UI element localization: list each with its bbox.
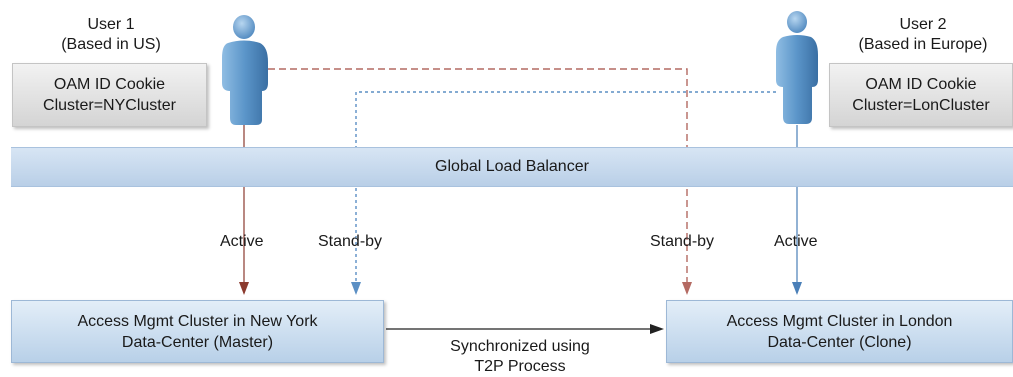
user2-name: User 2 — [899, 16, 947, 33]
user2-standby-connector — [351, 91, 776, 295]
sync-label: Synchronized using T2P Process — [420, 337, 620, 377]
ny-cluster-box: Access Mgmt Cluster in New York Data-Cen… — [11, 300, 384, 363]
sync-line2: T2P Process — [474, 358, 566, 375]
user2-label: User 2 (Based in Europe) — [838, 15, 1008, 55]
london-cluster-line2: Data-Center (Clone) — [767, 333, 912, 351]
ny-cluster-line2: Data-Center (Master) — [121, 333, 274, 351]
user1-location: (Based in US) — [61, 36, 161, 53]
london-cluster-line1: Access Mgmt Cluster in London — [726, 312, 953, 330]
global-load-balancer: Global Load Balancer — [11, 147, 1013, 187]
sync-connector — [386, 324, 664, 334]
user1-standby-label: Stand-by — [318, 233, 383, 250]
user2-person-icon — [776, 11, 818, 124]
user1-person-icon — [222, 15, 268, 125]
user2-active-label: Active — [774, 233, 818, 250]
sync-line1: Synchronized using — [450, 338, 590, 355]
user2-cookie-box: OAM ID Cookie Cluster=LonCluster — [829, 63, 1013, 127]
user2-standby-label: Stand-by — [650, 233, 715, 250]
user1-cookie-line2: Cluster=NYCluster — [43, 97, 176, 114]
user1-cookie-box: OAM ID Cookie Cluster=NYCluster — [12, 63, 207, 127]
user1-standby-connector — [268, 68, 692, 295]
user2-cookie-line2: Cluster=LonCluster — [852, 97, 990, 114]
user2-location: (Based in Europe) — [858, 36, 988, 53]
user1-label: User 1 (Based in US) — [41, 15, 181, 55]
london-cluster-box: Access Mgmt Cluster in London Data-Cente… — [666, 300, 1013, 363]
user1-active-label: Active — [220, 233, 264, 250]
user1-name: User 1 — [87, 16, 135, 33]
user2-cookie-line1: OAM ID Cookie — [865, 76, 977, 93]
load-balancer-label: Global Load Balancer — [435, 158, 589, 175]
user1-cookie-line1: OAM ID Cookie — [53, 76, 166, 93]
ny-cluster-line1: Access Mgmt Cluster in New York — [77, 312, 318, 330]
